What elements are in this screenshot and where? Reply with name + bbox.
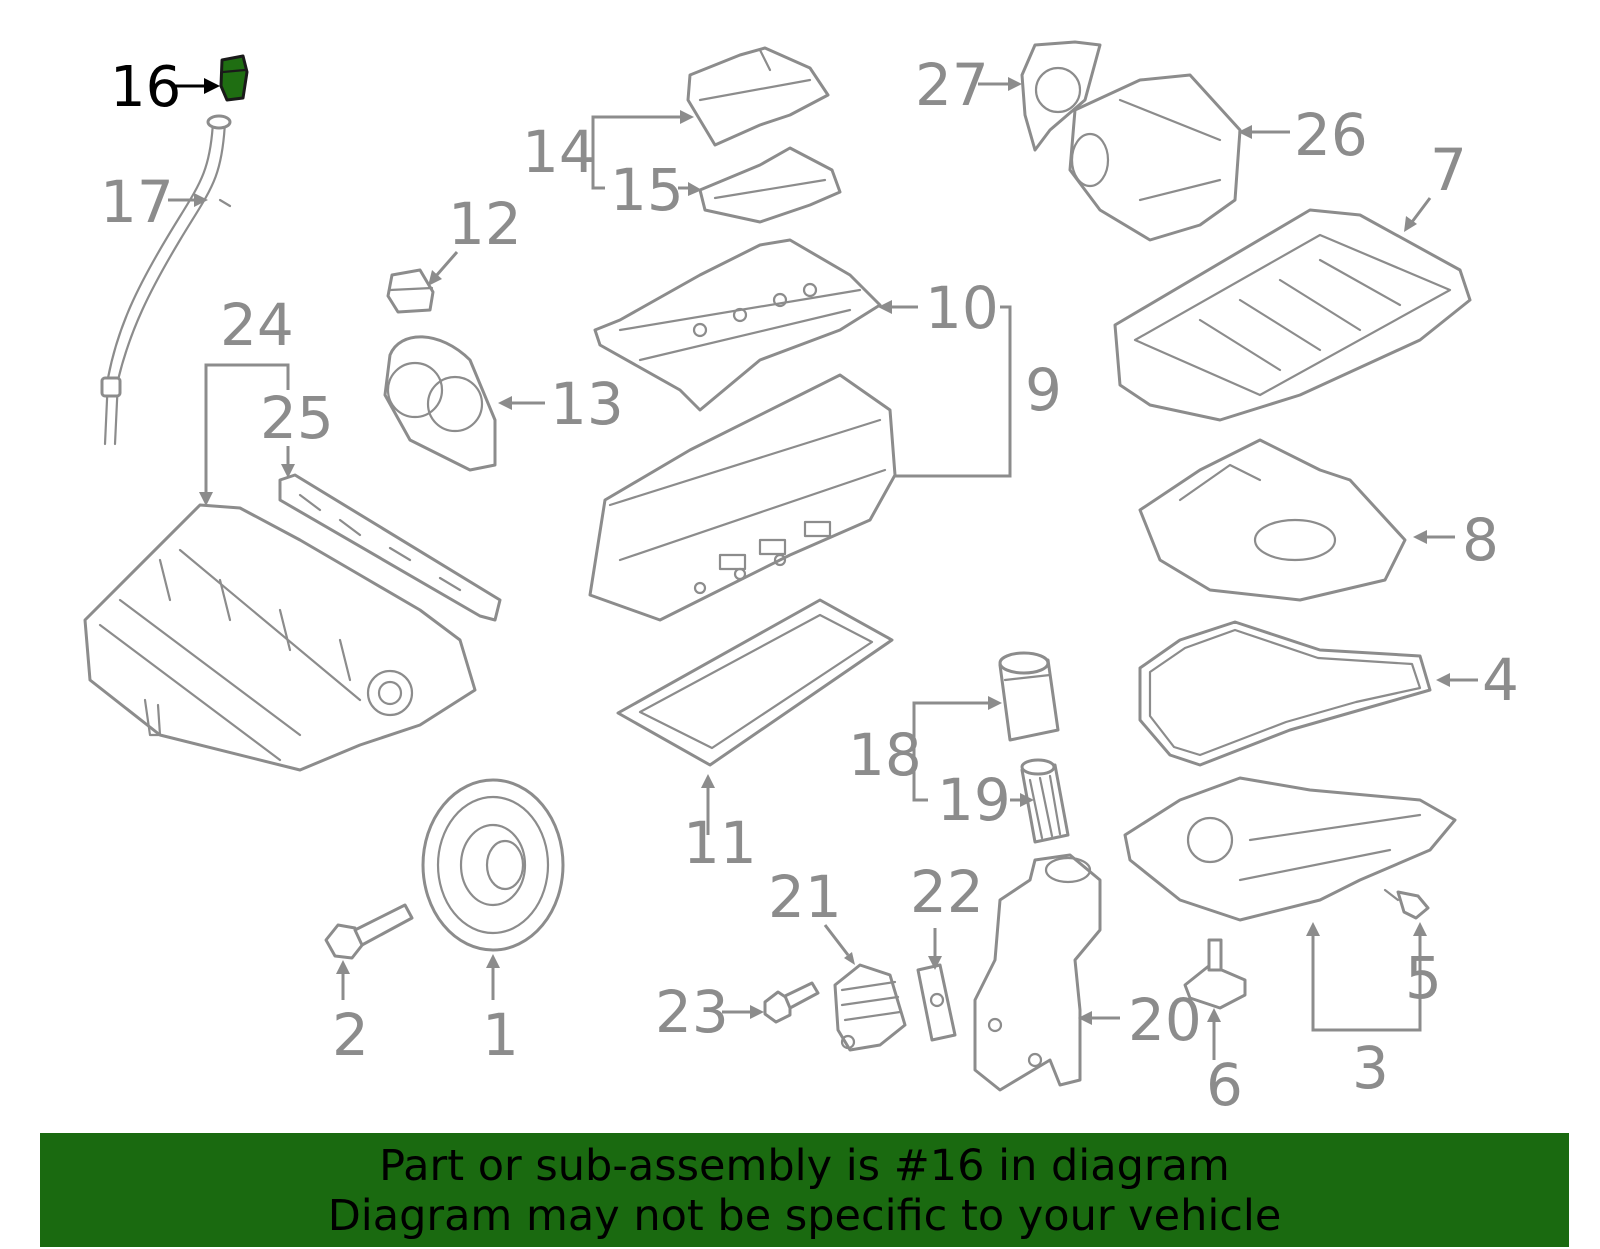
callout-6-label: 6 [1206,1051,1243,1119]
callout-24-25: 24 25 [199,291,334,506]
part-4-pan-gasket [1138,620,1432,767]
part-7-bearing-ladder [1113,208,1472,422]
callout-16-label: 16 [110,55,181,120]
callout-2-label: 2 [332,1001,369,1069]
callout-19-label: 19 [937,766,1011,834]
part-14-upper-cover [686,46,830,147]
callout-14-label: 14 [522,118,596,186]
callout-17: 17 [100,168,208,236]
part-17-dipstick-tube [100,114,232,446]
callout-7-label: 7 [1430,136,1467,204]
callout-1-2: 1 2 [332,954,519,1069]
callout-1-label: 1 [482,1001,519,1069]
part-2-pulley-bolt [324,903,414,960]
callout-17-label: 17 [100,168,174,236]
callout-12-label: 12 [448,190,522,258]
part-9-cylinder-head [588,373,897,622]
callout-18-label: 18 [848,721,922,789]
info-banner: Part or sub-assembly is #16 in diagram D… [40,1133,1569,1247]
callout-10-label: 10 [925,274,999,342]
callout-9-label: 9 [1025,356,1062,424]
callout-5-label: 5 [1405,944,1442,1012]
part-26-pump [1068,73,1242,242]
callout-27-label: 27 [915,51,989,119]
callout-8-label: 8 [1462,506,1499,574]
callout-13-label: 13 [550,370,624,438]
callout-24-label: 24 [220,291,294,359]
part-10-valve-cover [593,238,882,412]
banner-line-2: Diagram may not be specific to your vehi… [327,1191,1282,1241]
callout-13: 13 [498,370,624,438]
part-12-cap [386,268,435,314]
part-25-manifold-gasket [278,473,502,622]
part-19-filter-element [1020,758,1070,844]
callout-25-label: 25 [260,384,334,452]
part-15-lower-cover [698,146,842,224]
part-18-oil-filter [998,651,1060,742]
part-11-head-gasket [616,598,894,767]
callout-4-label: 4 [1482,646,1519,714]
part-8-baffle [1138,438,1407,602]
callout-3-label: 3 [1352,1034,1389,1102]
callout-11-label: 11 [683,809,757,877]
part-3-oil-pan [1123,776,1457,922]
callout-15-label: 15 [610,156,684,224]
part-27-gasket [1020,40,1102,152]
callout-4: 4 [1436,646,1519,714]
part-16-dipstick-cap[interactable] [219,54,249,102]
callout-8: 8 [1413,506,1499,574]
part-24-intake-manifold [83,503,477,772]
callout-22-label: 22 [910,858,984,926]
part-23-bolt [763,981,820,1024]
callout-7: 7 [1404,136,1467,232]
callout-14-15: 14 15 [522,110,702,224]
callout-26-27: 27 26 [915,51,1368,169]
part-13-timing-cover [383,335,497,472]
part-22-gasket [916,963,957,1042]
callout-16: 16 [110,55,220,120]
callout-20-label: 20 [1128,986,1202,1054]
callout-21-label: 21 [768,863,842,931]
callout-18-19: 18 19 [848,696,1034,834]
part-5-drain-plug [1383,888,1430,920]
callout-20-23: 20 21 22 23 [655,858,1202,1054]
callout-12: 12 [428,190,522,286]
callout-26-label: 26 [1294,101,1368,169]
part-6-oil-level-sensor [1183,938,1247,1010]
part-1-crank-pulley [421,778,565,952]
part-20-filter-housing [973,853,1102,1092]
callout-3-5-6: 3 5 6 [1206,922,1442,1119]
callout-9-10-11: 10 9 11 [683,274,1062,877]
banner-line-1: Part or sub-assembly is #16 in diagram [379,1141,1230,1191]
callout-23-label: 23 [655,978,729,1046]
part-21-oil-cooler [833,963,907,1052]
